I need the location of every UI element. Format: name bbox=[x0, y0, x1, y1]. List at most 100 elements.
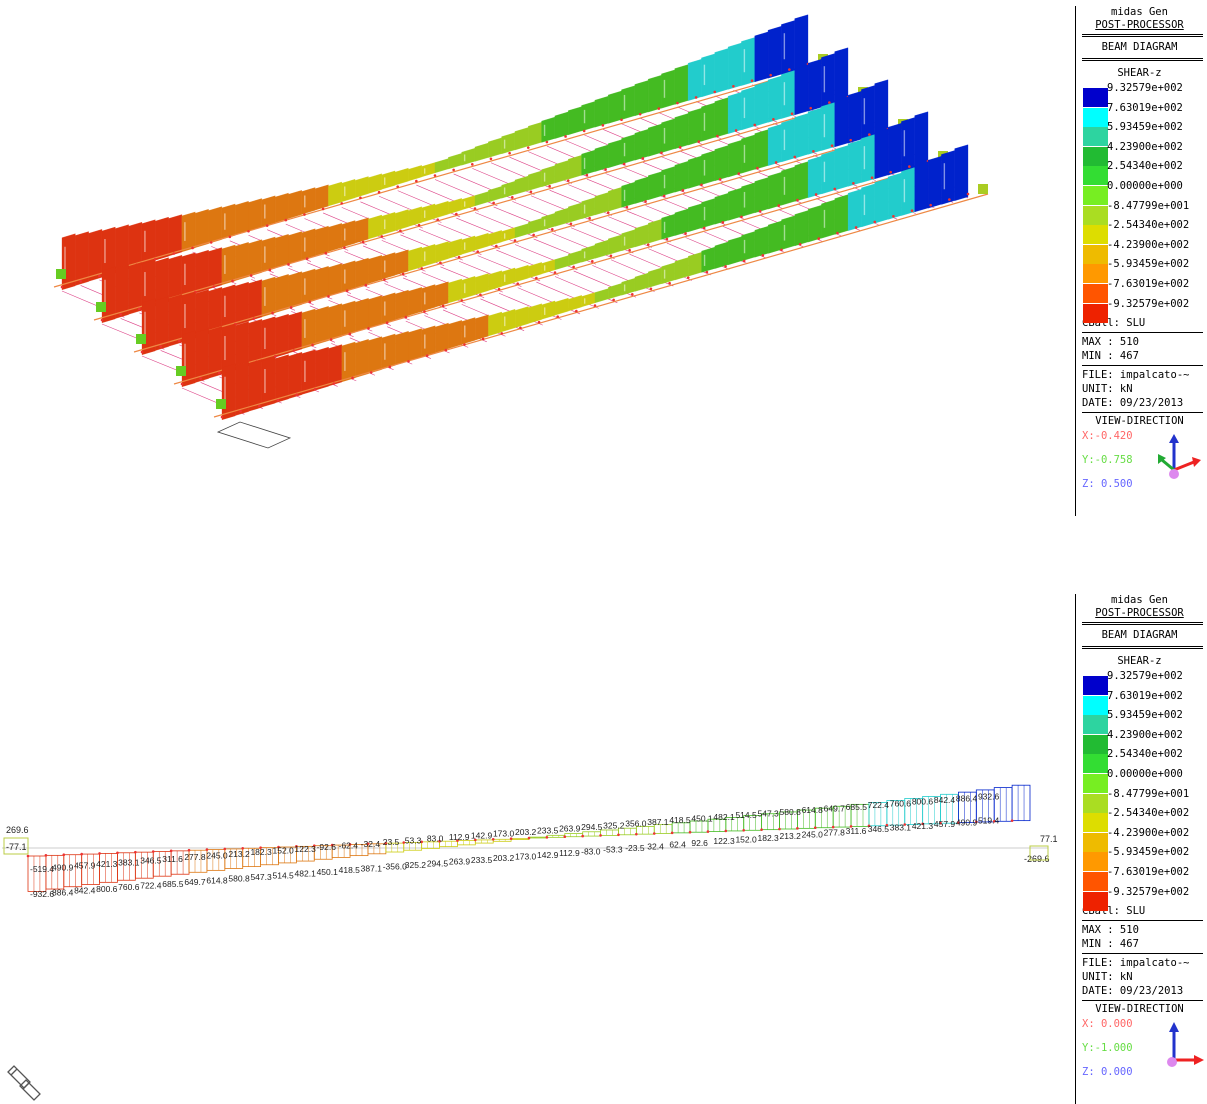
node-point bbox=[750, 79, 754, 83]
shear-panel bbox=[501, 181, 516, 199]
shear-panel bbox=[195, 328, 209, 383]
shear-panel bbox=[927, 156, 942, 209]
legend-file: FILE: impalcato-~ bbox=[1082, 957, 1190, 969]
node-point bbox=[929, 203, 932, 207]
node-point bbox=[384, 841, 388, 845]
xyz-axes-icon bbox=[1167, 1022, 1204, 1067]
end-label-right-bottom: -269.6 bbox=[1024, 854, 1050, 864]
shear-panel bbox=[701, 246, 716, 273]
node-point bbox=[670, 831, 674, 835]
shear-panel bbox=[235, 361, 249, 416]
shear-label-lower: 325.2 bbox=[405, 860, 427, 870]
shear-label-upper: 722.4 bbox=[868, 800, 890, 810]
model-viewport-isometric[interactable] bbox=[0, 0, 1070, 520]
shear-panel bbox=[594, 239, 609, 259]
shear-panel bbox=[608, 139, 622, 169]
node-point bbox=[892, 215, 895, 218]
node-point bbox=[247, 229, 250, 233]
shear-label-lower: 92.6 bbox=[691, 838, 708, 848]
shear-panel bbox=[261, 316, 276, 362]
shear-panel bbox=[488, 230, 502, 247]
node-point bbox=[697, 140, 701, 143]
node-point bbox=[545, 140, 549, 144]
node-point bbox=[684, 232, 687, 235]
node-point bbox=[366, 842, 370, 846]
node-point bbox=[140, 350, 144, 354]
node-point bbox=[377, 190, 381, 194]
shear-panel bbox=[208, 247, 223, 290]
shear-panel bbox=[514, 127, 529, 151]
shear-panel bbox=[781, 215, 795, 250]
girder-axis bbox=[93, 96, 869, 321]
node-point bbox=[582, 129, 586, 133]
node-point bbox=[509, 837, 513, 840]
color-scale-value: -2.54340e+002 bbox=[1107, 219, 1190, 232]
shear-label-upper: 53.3 bbox=[405, 835, 422, 845]
node-point bbox=[601, 124, 605, 127]
node-point bbox=[308, 300, 312, 304]
shear-panel bbox=[208, 206, 223, 244]
shear-bar bbox=[546, 834, 566, 838]
node-point bbox=[812, 150, 815, 153]
node-point bbox=[474, 838, 477, 842]
view-y-value: Y:-1.000 bbox=[1082, 1042, 1133, 1054]
node-point bbox=[644, 200, 647, 203]
node-point bbox=[852, 182, 855, 185]
node-point bbox=[566, 179, 570, 182]
pencil-eraser-icon[interactable] bbox=[4, 1062, 44, 1102]
node-point bbox=[604, 168, 607, 171]
shear-panel bbox=[248, 359, 263, 412]
shear-label-upper: 325.2 bbox=[603, 820, 625, 830]
shear-panel bbox=[887, 123, 902, 176]
shear-panel bbox=[581, 101, 596, 132]
xyz-axes-icon bbox=[1158, 434, 1201, 479]
node-point bbox=[519, 326, 522, 330]
node-point bbox=[649, 287, 653, 291]
shear-panel bbox=[727, 92, 742, 134]
shear-panel bbox=[328, 303, 343, 341]
shear-panel bbox=[554, 111, 569, 139]
legend-max: MAX : 510 bbox=[1082, 336, 1139, 348]
node-point bbox=[668, 281, 671, 285]
shear-panel bbox=[514, 175, 529, 195]
node-point bbox=[625, 205, 629, 209]
shear-panel bbox=[448, 238, 462, 259]
shear-label-lower: 203.2 bbox=[493, 853, 515, 863]
shear-panel bbox=[274, 192, 289, 223]
node-point bbox=[134, 850, 137, 854]
node-point bbox=[441, 304, 445, 308]
shear-label-upper: 547.3 bbox=[758, 809, 780, 819]
node-point bbox=[660, 151, 663, 155]
node-point bbox=[556, 315, 559, 318]
shear-panel bbox=[394, 167, 409, 186]
node-point bbox=[80, 852, 83, 856]
shear-panel bbox=[554, 207, 569, 227]
node-point bbox=[564, 135, 567, 138]
node-point bbox=[957, 821, 960, 824]
shear-panel bbox=[807, 59, 822, 112]
end-shear-right bbox=[1029, 845, 1049, 861]
shear-panel bbox=[514, 223, 529, 239]
node-point bbox=[340, 202, 344, 205]
node-point bbox=[491, 837, 495, 841]
girder-axis bbox=[213, 193, 989, 418]
shear-label-lower: 800.6 bbox=[96, 884, 118, 894]
shear-panel bbox=[528, 170, 542, 191]
shear-panel bbox=[541, 165, 556, 188]
shear-label-upper: 122.3 bbox=[295, 844, 317, 854]
shear-panel bbox=[661, 213, 676, 240]
node-point bbox=[271, 311, 274, 315]
shear-panel bbox=[834, 145, 849, 191]
shear-label-upper: 173.0 bbox=[493, 829, 515, 839]
shear-label-lower: 614.8 bbox=[206, 875, 228, 885]
shear-panel bbox=[368, 295, 382, 329]
shear-label-upper: 383.1 bbox=[118, 857, 140, 867]
shear-panel bbox=[861, 183, 875, 228]
shear-panel bbox=[634, 224, 649, 248]
node-point bbox=[705, 270, 709, 274]
node-point bbox=[706, 830, 710, 833]
node-point bbox=[628, 248, 631, 252]
support-end-left bbox=[216, 399, 226, 409]
color-scale-swatch bbox=[1083, 774, 1108, 793]
